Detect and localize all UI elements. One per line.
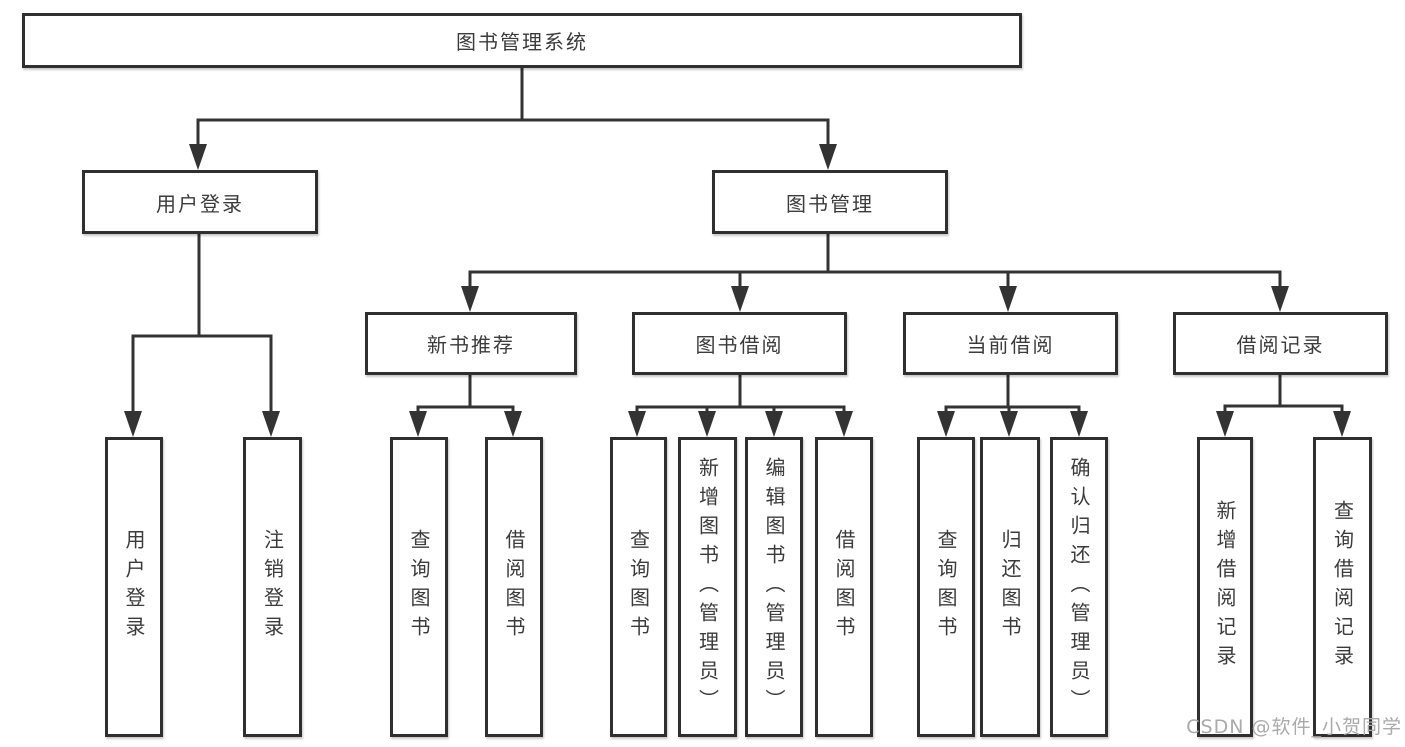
leaf-add-books-admin: 新增图书（管理员）: [678, 437, 737, 737]
leaf-confirm-return-admin: 确认归还（管理员）: [1050, 437, 1108, 737]
leaf-query-books-3: 查询图书: [917, 437, 975, 737]
leaf-borrow-books-2: 借阅图书: [815, 437, 873, 737]
node-book-management: 图书管理: [712, 170, 948, 234]
node-new-book-recommend: 新书推荐: [365, 312, 577, 375]
node-current-borrow: 当前借阅: [903, 312, 1118, 375]
leaf-return-books: 归还图书: [980, 437, 1040, 737]
leaf-query-borrow-record: 查询借阅记录: [1313, 437, 1372, 737]
leaf-edit-books-admin: 编辑图书（管理员）: [745, 437, 803, 737]
node-borrow-records: 借阅记录: [1173, 312, 1388, 375]
arrowhead-icons: [124, 144, 1351, 437]
leaf-logout: 注销登录: [243, 437, 302, 737]
leaf-user-login: 用户登录: [105, 437, 163, 737]
leaf-query-books-2: 查询图书: [610, 437, 667, 737]
watermark-text: CSDN @软件_小贺同学: [1186, 716, 1402, 738]
node-user-login: 用户登录: [82, 170, 318, 234]
node-book-borrow: 图书借阅: [632, 312, 847, 375]
leaf-add-borrow-record: 新增借阅记录: [1197, 437, 1253, 737]
leaf-query-books-1: 查询图书: [390, 437, 448, 737]
leaf-borrow-books-1: 借阅图书: [485, 437, 543, 737]
node-root-system-title: 图书管理系统: [22, 13, 1022, 68]
